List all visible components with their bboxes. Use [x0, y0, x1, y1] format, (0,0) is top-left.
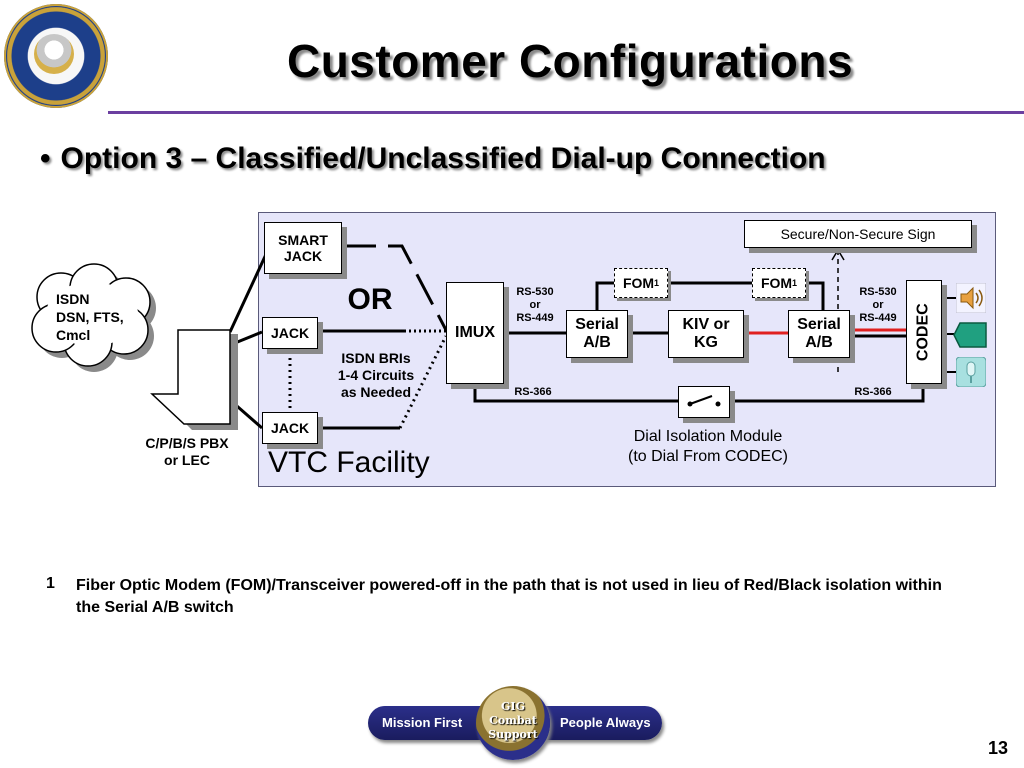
cloud-label-line3: Cmcl [56, 327, 91, 344]
codec-label: CODEC [914, 303, 932, 361]
pbx-label-line1: C/P/B/S PBX [145, 435, 229, 451]
cloud-label-line2: DSN, FTS, [56, 309, 124, 326]
fom-left-sup: 1 [654, 277, 660, 288]
bullet-heading: • Option 3 – Classified/Unclassified Dial… [40, 142, 826, 176]
rs-right-line3: RS-449 [859, 312, 897, 325]
rs-right-line1: RS-530 [859, 286, 897, 298]
serial-left-line1: Serial [575, 315, 619, 333]
imux-box: IMUX [446, 282, 504, 384]
smart-jack-line1: SMART [278, 231, 328, 248]
pbx-label-line2: or LEC [164, 451, 210, 468]
isdn-bris-line2: 1-4 Circuits [337, 366, 415, 383]
dial-isolation-label: Dial Isolation Module (to Dial From CODE… [598, 427, 818, 467]
badge-center-line1: GIG [501, 700, 525, 713]
bullet-text: Option 3 – Classified/Unclassified Dial-… [60, 142, 826, 175]
serial-right-line2: A/B [805, 334, 833, 351]
bullet-dot: • [40, 142, 51, 175]
rs-left-line1: RS-530 [516, 286, 554, 298]
isdn-bris-line3: as Needed [340, 383, 412, 400]
rs-left-line2: or [529, 299, 541, 312]
gig-combat-support-text: GIG Combat Support [476, 700, 550, 741]
footnote-number: 1 [46, 575, 55, 592]
badge-center-line2: Combat [489, 713, 537, 727]
network-cloud-icon [31, 263, 156, 372]
cloud-label: ISDN DSN, FTS, Cmcl [56, 290, 124, 345]
microphone-icon [956, 357, 986, 387]
kiv-line2: KG [694, 334, 718, 351]
secure-sign-box: Secure/Non-Secure Sign [744, 220, 972, 248]
or-label: OR [347, 283, 393, 316]
pbx-icon [150, 329, 238, 430]
serial-left-line2: A/B [583, 334, 611, 351]
vtc-facility-label: VTC Facility [268, 446, 430, 479]
speaker-icon [956, 283, 986, 313]
badge-mission-first: Mission First [382, 715, 463, 730]
gig-combat-support-emblem [476, 686, 550, 760]
serial-right-line1: Serial [797, 315, 841, 333]
camera-icon [953, 322, 987, 348]
title-divider [108, 111, 1024, 114]
rs-left-line3: RS-449 [516, 312, 554, 325]
isdn-bris-label: ISDN BRIs 1-4 Circuits as Needed [306, 350, 446, 400]
fom-right-label: FOM [760, 274, 793, 291]
dial-isolation-switch [678, 386, 730, 418]
rs-right-label: RS-530 or RS-449 [850, 286, 906, 326]
badge-center-line3: Support [488, 727, 538, 741]
rs366-left-label: RS-366 [514, 386, 552, 398]
pbx-label: C/P/B/S PBX or LEC [122, 435, 252, 469]
seal-eagle-emblem [34, 34, 74, 74]
smart-jack-line2: JACK [283, 248, 323, 264]
codec-box: CODEC [906, 280, 942, 384]
jack-top-box: JACK [262, 317, 318, 349]
switch-icon [687, 395, 721, 407]
fom-left-label: FOM [622, 274, 655, 291]
rs-right-line2: or [872, 299, 884, 312]
footnote-text: Fiber Optic Modem (FOM)/Transceiver powe… [76, 577, 942, 617]
rs-left-label: RS-530 or RS-449 [506, 286, 564, 326]
rs366-right-label: RS-366 [854, 386, 892, 398]
kiv-line1: KIV or [682, 315, 730, 333]
cloud-label-line1: ISDN [56, 291, 90, 307]
dial-isolation-line1: Dial Isolation Module [633, 428, 783, 445]
dial-isolation-line2: (to Dial From CODEC) [627, 448, 788, 465]
jack-bottom-box: JACK [262, 412, 318, 444]
badge-people-always: People Always [560, 715, 651, 730]
page-title: Customer Configurations [286, 35, 854, 87]
isdn-bris-line1: ISDN BRIs [341, 350, 411, 366]
page-number: 13 [988, 738, 1009, 758]
fom-right-sup: 1 [792, 277, 798, 288]
